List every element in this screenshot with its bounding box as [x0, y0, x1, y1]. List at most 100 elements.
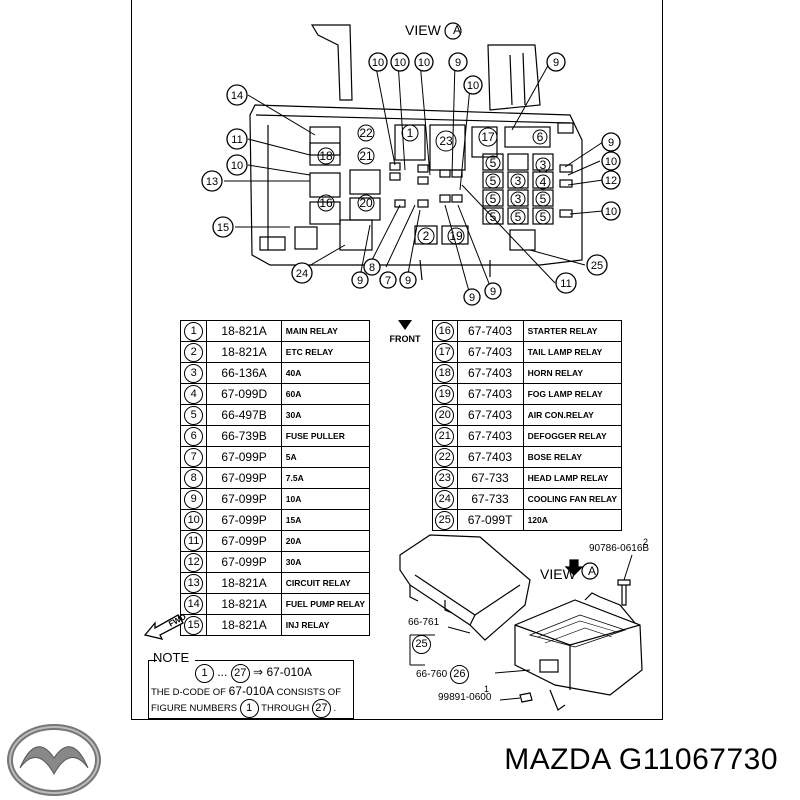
- part-code: 67-733: [456, 467, 524, 489]
- view-text: VIEW: [405, 22, 441, 38]
- svg-text:9: 9: [405, 275, 411, 287]
- part-code: 67-7403: [456, 362, 524, 384]
- fuse-label-5: 5: [485, 173, 501, 189]
- part-number-circle: 19: [435, 385, 455, 404]
- svg-text:10: 10: [231, 160, 243, 172]
- svg-text:2: 2: [423, 229, 430, 243]
- part-description: ETC RELAY: [280, 341, 371, 363]
- fuse-box-diagram: 14 11 10 13 15 24 10 10 10 9 10 9 9 10 1…: [201, 22, 621, 306]
- svg-text:9: 9: [553, 57, 559, 69]
- note-line-1: 1 ... 27 ⇒ 67-010A: [195, 664, 312, 683]
- box-callout: 66-760 26: [416, 665, 469, 684]
- part-number-circle: 17: [435, 343, 455, 362]
- part-description: 10A: [280, 488, 371, 510]
- view-letter-top: A: [452, 23, 461, 37]
- callout-15: 15: [212, 216, 234, 238]
- svg-text:5: 5: [515, 210, 522, 224]
- part-number-circle: 9: [184, 490, 204, 509]
- part-code: 67-7403: [456, 383, 524, 405]
- svg-text:5: 5: [490, 210, 497, 224]
- part-number-circle: 2: [184, 343, 204, 362]
- callout-10: 10: [368, 52, 388, 72]
- part-number-circle: 15: [184, 616, 204, 635]
- part-code: 67-099P: [206, 467, 282, 489]
- mazda-logo-icon: [7, 724, 101, 796]
- svg-text:5: 5: [540, 192, 547, 206]
- part-description: INJ RELAY: [280, 614, 371, 636]
- part-description: 20A: [280, 530, 371, 552]
- svg-text:13: 13: [206, 176, 218, 188]
- svg-text:10: 10: [372, 57, 384, 69]
- svg-text:9: 9: [608, 137, 614, 149]
- cover-callout: 66-761: [408, 617, 440, 628]
- callout-10: 10: [463, 75, 483, 95]
- svg-text:3: 3: [540, 158, 547, 172]
- svg-text:10: 10: [418, 57, 430, 69]
- callout-7: 7: [379, 271, 397, 289]
- part-code: 67-7403: [456, 404, 524, 426]
- part-code: 18-821A: [206, 572, 282, 594]
- part-description: 30A: [280, 404, 371, 426]
- part-description: 30A: [280, 551, 371, 573]
- svg-text:17: 17: [481, 130, 495, 144]
- part-number-circle: 12: [184, 553, 204, 572]
- nut-callout: 1 99891-0600: [438, 684, 492, 703]
- part-number-circle: 16: [435, 322, 455, 341]
- callout-10: 10: [414, 52, 434, 72]
- part-description: HORN RELAY: [522, 362, 623, 384]
- part-number-circle: 3: [184, 364, 204, 383]
- cover-num: 25: [412, 634, 431, 654]
- svg-text:10: 10: [394, 57, 406, 69]
- svg-text:7: 7: [385, 275, 391, 287]
- part-description: STARTER RELAY: [522, 320, 623, 342]
- svg-text:14: 14: [231, 90, 243, 102]
- callout-9: 9: [463, 288, 481, 306]
- part-code: 67-7403: [456, 446, 524, 468]
- callout-11: 11: [226, 128, 248, 150]
- part-code: 67-099P: [206, 551, 282, 573]
- fuse-label-16: 16: [317, 194, 335, 212]
- part-code: 67-099P: [206, 530, 282, 552]
- part-number-circle: 10: [184, 511, 204, 530]
- fuse-label-2: 2: [417, 227, 435, 245]
- frame-right-line: [662, 0, 663, 720]
- part-description: BOSE RELAY: [522, 446, 623, 468]
- note-box: 1 ... 27 ⇒ 67-010A THE D-CODE OF 67-010A…: [148, 660, 354, 719]
- callout-24: 24: [291, 262, 313, 284]
- svg-text:3: 3: [515, 174, 522, 188]
- part-number-circle: 23: [435, 469, 455, 488]
- part-number-circle: 7: [184, 448, 204, 467]
- part-description: COOLING FAN RELAY: [522, 488, 623, 510]
- fuse-label-5: 5: [535, 191, 551, 207]
- part-number-circle: 22: [435, 448, 455, 467]
- svg-text:9: 9: [469, 292, 475, 304]
- svg-text:20: 20: [359, 196, 373, 210]
- part-description: 120A: [522, 509, 623, 531]
- fwd-arrow-icon: FWD: [143, 612, 188, 640]
- callout-9: 9: [484, 282, 502, 300]
- callout-9: 9: [448, 52, 468, 72]
- part-number-circle: 5: [184, 406, 204, 425]
- cover-outline: [399, 534, 531, 641]
- part-description: 40A: [280, 362, 371, 384]
- box-outline: [514, 599, 643, 696]
- callout-12: 12: [601, 170, 621, 190]
- part-code: 66-136A: [206, 362, 282, 384]
- svg-text:18: 18: [319, 149, 333, 163]
- fuse-label-19: 19: [447, 227, 465, 245]
- bolt-callout: 2 90786-0616B: [589, 537, 650, 554]
- svg-text:24: 24: [296, 268, 308, 280]
- front-indicator: FRONT: [388, 320, 422, 344]
